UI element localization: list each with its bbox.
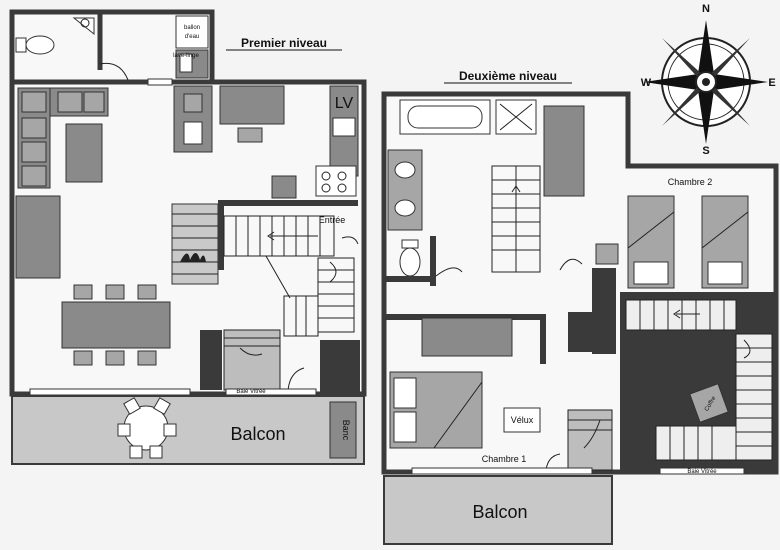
dining-table [61,284,171,366]
door-swing [99,62,129,81]
water-heater-label-2: d'eau [185,34,200,40]
compass-rose-icon: N S W E [641,3,776,157]
kitchen-sink-icon [332,117,356,137]
balcony-1-label: Balcon [230,424,285,444]
water-heater [175,15,209,49]
lv-label: LV [335,95,354,112]
sofa [17,87,109,189]
bed-chambre-2-a [627,195,675,289]
chambre-1-label: Chambre 1 [482,454,527,464]
entree-label: Entrée [319,215,346,225]
stairs-first-level [223,215,355,337]
velux-label: Vélux [511,415,534,425]
stairs-right [639,300,773,461]
second-level: Chambre 2 [381,69,779,545]
compass-n: N [702,3,710,15]
stairs-second-level [491,165,541,273]
double-sink [387,149,423,231]
second-level-title: Deuxième niveau [459,69,557,83]
first-level-title: Premier niveau [241,36,327,50]
compass-e: E [768,77,775,89]
bench-label: Banc [341,420,351,441]
door-swing-entree [341,236,359,245]
compass-s: S [702,145,709,157]
coffre-box [689,383,729,423]
bench [329,401,357,459]
kitchen: LV [173,85,359,199]
toilet-icon-2 [399,239,421,277]
baie-vitree-label-1: Baie Vitrée [236,389,266,395]
fireplace-icon [171,203,219,285]
bed-chambre-1 [389,371,483,449]
wardrobe-2 [421,317,513,357]
first-level: ballon d'eau lave-linge [9,9,367,465]
balcony-2-label: Balcon [472,502,527,522]
compass-w: W [641,77,652,89]
bed-chambre-2-b [701,195,749,289]
toilet-icon [15,35,55,55]
chambre-2-label: Chambre 2 [668,177,713,187]
sideboard [15,195,61,279]
wardrobe-1 [543,105,585,197]
balcony-1 [11,395,365,465]
round-table [117,397,177,459]
velux-window [503,407,541,433]
balcony-2 [383,475,613,545]
stove-icon [315,165,357,197]
baie-vitree-label-2: Baie Vitrée [687,469,717,475]
washing-machine-label: lave-linge [173,53,199,59]
water-heater-label: ballon [184,25,200,31]
coffee-table [65,123,103,183]
